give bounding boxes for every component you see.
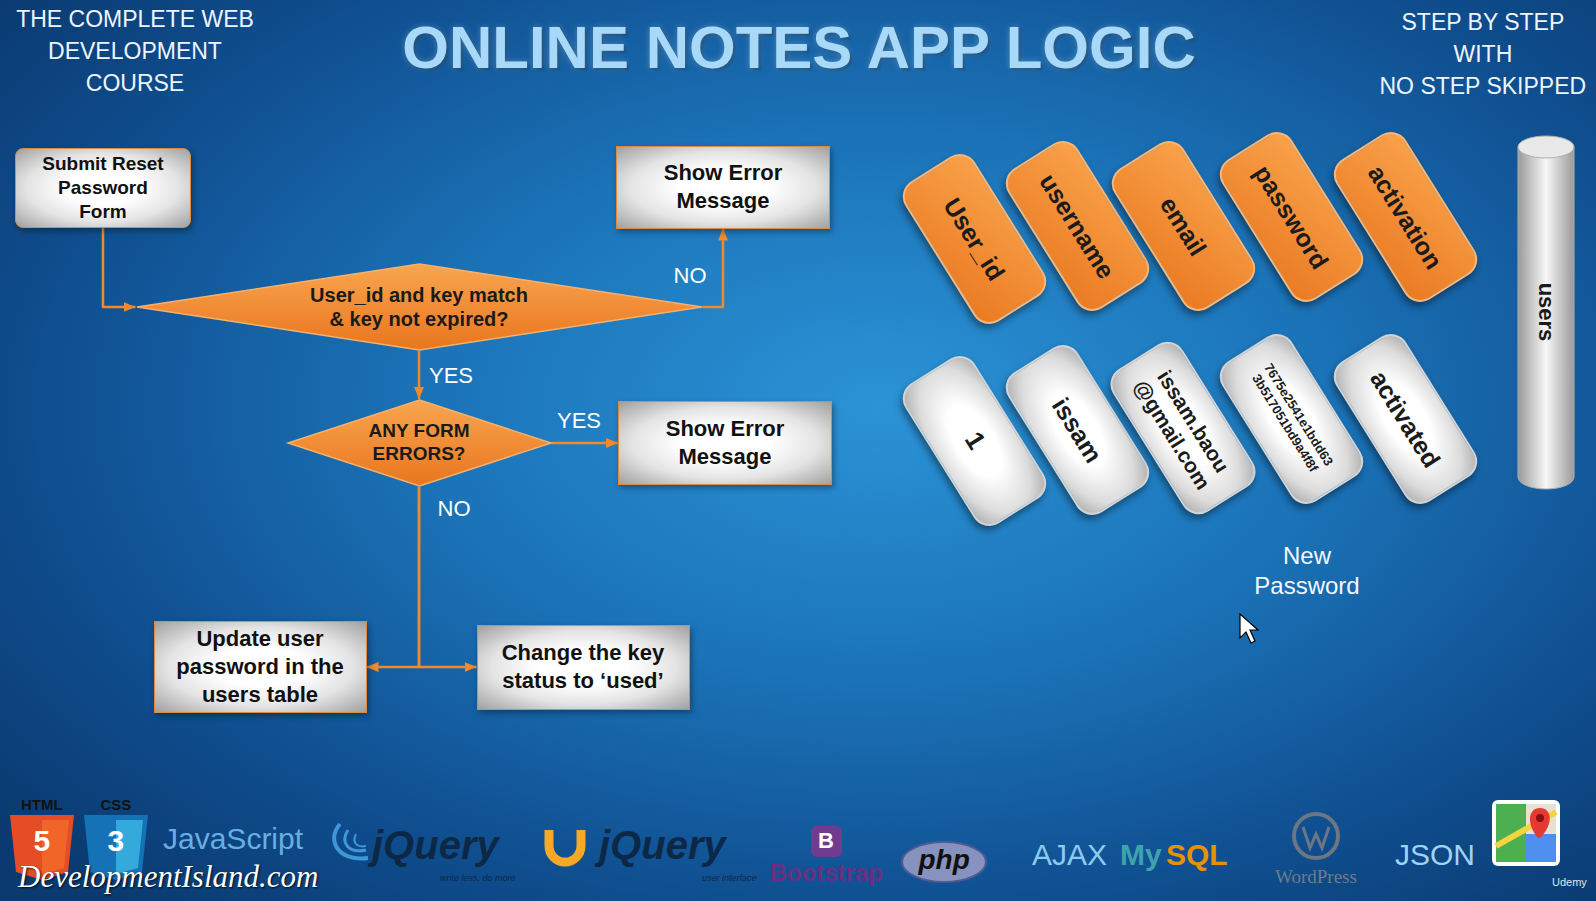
process-box: Change the key status to ‘used’ xyxy=(477,625,690,710)
logo-digit: 5 xyxy=(34,826,51,856)
logo-tagline: write less, do more xyxy=(440,874,516,883)
process-box: Show Error Message xyxy=(618,401,832,485)
maps-icon-part xyxy=(1526,834,1556,862)
jquery-swirl xyxy=(354,834,366,846)
diamond-shape xyxy=(137,264,702,350)
logo-digit: 3 xyxy=(108,826,125,856)
logo-text: jQuery xyxy=(599,822,726,868)
logo-text: SQL xyxy=(1166,838,1228,873)
logo-caption: HTML xyxy=(21,797,63,812)
tagline: STEP BY STEP xyxy=(1402,9,1565,35)
column-name: username xyxy=(1033,168,1121,284)
edge-label: NO xyxy=(438,496,471,521)
maps-pin xyxy=(1530,808,1550,838)
annotation: New Password xyxy=(1237,541,1377,601)
decision-diamond: ANY FORM ERRORS? xyxy=(287,399,552,487)
maps-pin-dot xyxy=(1536,814,1544,822)
logo-text: JSON xyxy=(1395,838,1475,873)
logo-text: WordPress xyxy=(1275,866,1357,888)
edge-label: YES xyxy=(557,408,601,433)
flow-connector xyxy=(103,228,136,307)
cylinder-body xyxy=(1518,147,1574,489)
cell-value: 7675e2541e1bdd63 3b517051bd9a4f8f xyxy=(1245,358,1337,480)
flow-connector xyxy=(367,487,420,667)
bootstrap-icon xyxy=(811,826,842,857)
table-name: users xyxy=(1533,283,1559,342)
edge-label: NO xyxy=(674,263,707,288)
node-text: User_id and key match & key not expired? xyxy=(305,283,533,331)
cylinder-top xyxy=(1518,136,1574,158)
decision-diamond: User_id and key match & key not expired? xyxy=(136,263,703,351)
maps-icon xyxy=(1492,800,1560,866)
database-table: users xyxy=(1517,135,1575,489)
column-header: activation xyxy=(1327,125,1484,308)
diamond-shape xyxy=(288,400,551,486)
course-heading: THE COMPLETE WEB DEVELOPMENT COURSE xyxy=(6,4,264,100)
process-box: Submit Reset Password Form xyxy=(15,148,191,228)
cell-value: activated xyxy=(1364,365,1447,473)
watermark: Udemy xyxy=(1552,877,1587,888)
column-name: password xyxy=(1247,160,1334,275)
jquery-swirl xyxy=(334,824,368,858)
logo-text: jQuery xyxy=(372,822,499,868)
edge-label: YES xyxy=(429,363,473,388)
wordpress-mark xyxy=(1303,827,1329,848)
wordpress-ring xyxy=(1294,814,1338,858)
diamond-outline xyxy=(136,263,703,351)
node-text: Change the key status to ‘used’ xyxy=(493,639,673,695)
logo-text: php xyxy=(919,845,970,876)
slide-title: ONLINE NOTES APP LOGIC xyxy=(402,12,1195,84)
flow-connector xyxy=(418,351,421,399)
node-text: Update user password in the users table xyxy=(170,625,350,709)
logo-tagline: user interface xyxy=(702,874,757,883)
flow-connector xyxy=(419,487,477,667)
logo-text: My xyxy=(1120,838,1162,873)
process-box: Update user password in the users table xyxy=(154,621,367,713)
column-name: email xyxy=(1153,191,1212,261)
cell-value: 1 xyxy=(957,427,991,456)
php-oval xyxy=(902,842,986,882)
logo-letter: B xyxy=(818,829,834,853)
table-cell: activated xyxy=(1327,327,1484,510)
column-name: activation xyxy=(1361,160,1448,275)
jquery-swirl xyxy=(345,830,366,851)
column-name: User_id xyxy=(937,192,1011,286)
tagline: WITH xyxy=(1454,41,1513,67)
logo-text: Bootstrap xyxy=(770,860,883,886)
watermark: DevelopmentIsland.com xyxy=(18,860,318,894)
process-box: Show Error Message xyxy=(616,146,830,229)
node-text: ANY FORM ERRORS? xyxy=(363,420,475,466)
tagline: NO STEP SKIPPED xyxy=(1380,73,1587,99)
node-text: Submit Reset Password Form xyxy=(36,152,170,224)
jquery-ui-icon xyxy=(549,830,581,862)
logo-text: AJAX xyxy=(1032,838,1107,873)
flow-connector xyxy=(552,442,619,445)
logo-caption: CSS xyxy=(101,797,132,812)
mouse-cursor xyxy=(1240,614,1258,643)
node-text: Show Error Message xyxy=(635,415,815,471)
node-text: Show Error Message xyxy=(633,159,813,215)
cell-value: issam xyxy=(1045,392,1108,468)
logo-text: JavaScript xyxy=(163,822,303,857)
